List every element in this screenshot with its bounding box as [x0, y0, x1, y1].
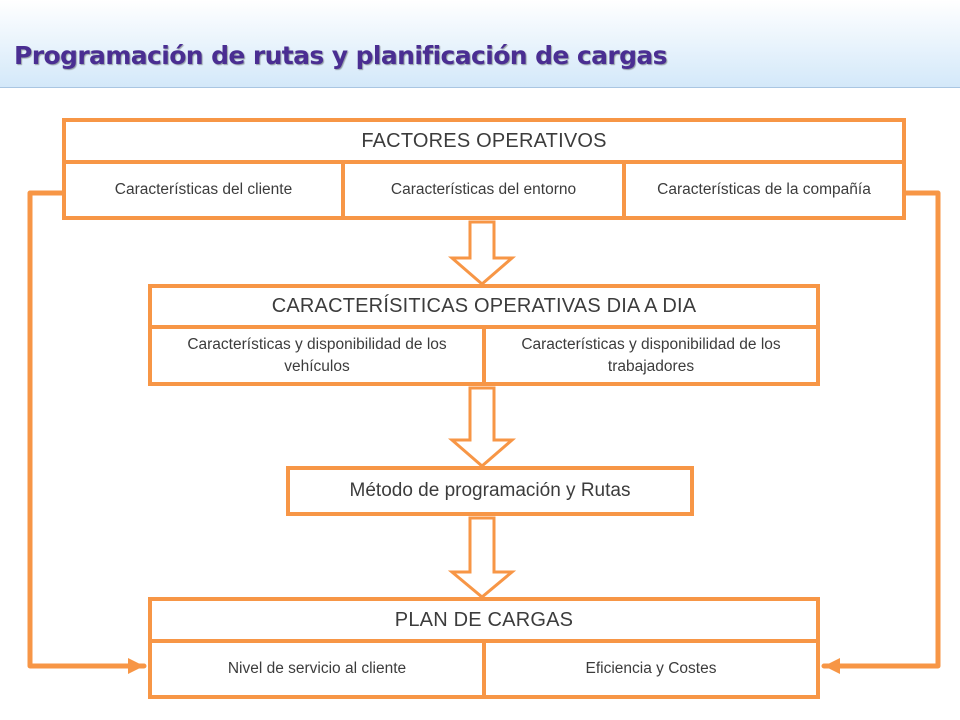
- factores-cell-cliente: Características del cliente: [114, 181, 293, 198]
- left-feedback-arrow: [27, 190, 147, 674]
- metodo-label: Método de programación y Rutas: [349, 480, 631, 501]
- factores-cell-compania: Características de la compañía: [657, 181, 871, 198]
- plan-cell-nivel-servicio: Nivel de servicio al cliente: [227, 660, 407, 677]
- factores-operativos-box: [62, 118, 906, 220]
- dia-a-dia-cell-trabajadores: Características y disponibilidad de los …: [521, 335, 781, 375]
- down-arrow-3: [447, 516, 517, 599]
- plan-de-cargas-box: [148, 597, 820, 699]
- down-arrow-2: [447, 386, 517, 468]
- slide-title: Programación de rutas y planificación de…: [14, 41, 668, 70]
- dia-a-dia-header: CARACTERÍSITICAS OPERATIVAS DIA A DIA: [271, 295, 697, 317]
- header-divider: [0, 87, 960, 88]
- plan-header: PLAN DE CARGAS: [394, 608, 574, 631]
- dia-a-dia-cell-vehiculos: Características y disponibilidad de los …: [187, 335, 447, 375]
- factores-cell-entorno: Características del entorno: [390, 181, 577, 198]
- metodo-box: [286, 466, 694, 516]
- factores-header: FACTORES OPERATIVOS: [361, 129, 607, 152]
- operativas-dia-a-dia-box: [148, 284, 820, 386]
- plan-cell-eficiencia: Eficiencia y Costes: [585, 660, 717, 677]
- right-feedback-arrow: [821, 190, 941, 674]
- down-arrow-1: [447, 220, 517, 286]
- slide-header: [0, 0, 960, 88]
